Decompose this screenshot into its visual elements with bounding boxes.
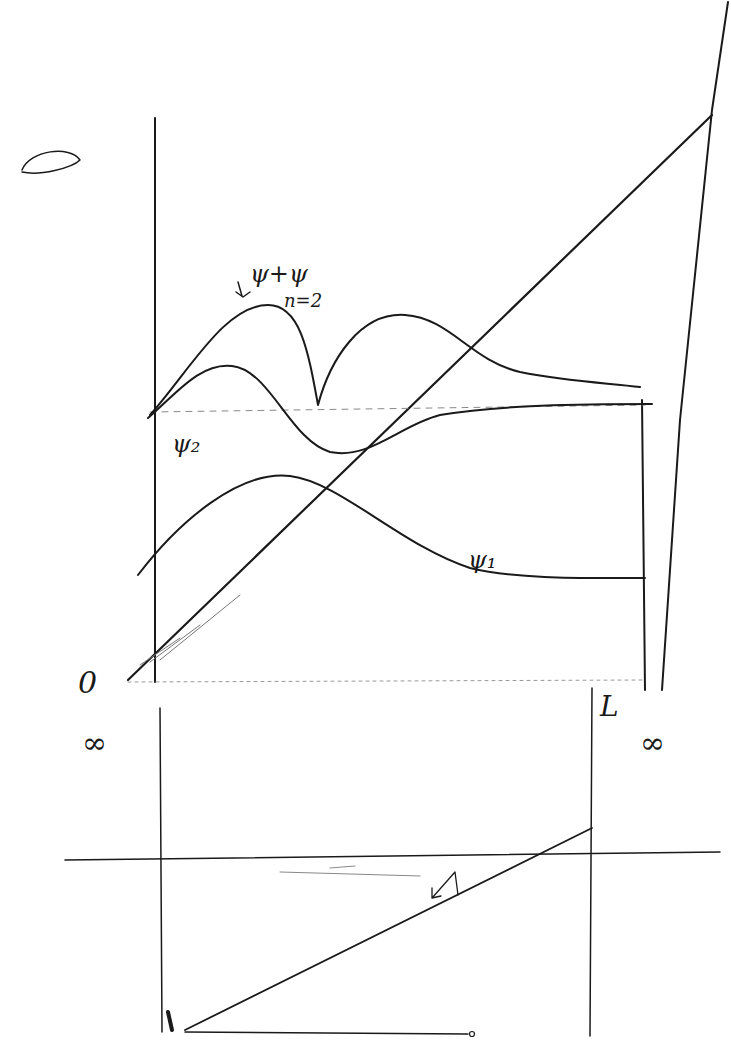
- curve-label: ψ+ψ: [250, 262, 308, 286]
- sum-curve: [150, 305, 640, 415]
- right-wall-2: [590, 688, 592, 1036]
- infinity-label: ∞: [82, 728, 107, 758]
- level-line: [65, 852, 720, 860]
- linear-potential: [128, 115, 712, 680]
- right-wall: [642, 400, 645, 690]
- arrow-mark: [432, 872, 458, 898]
- axis-label: 0: [78, 668, 97, 698]
- curve-label: ψ₁: [468, 548, 496, 572]
- tick: [168, 1012, 172, 1030]
- quantum-number: n=2: [284, 292, 322, 310]
- baseline: [128, 680, 645, 682]
- left-wall-2: [160, 708, 162, 1032]
- baseline-2: [185, 1032, 468, 1034]
- left-wall: [154, 118, 156, 682]
- dot: [470, 1032, 475, 1037]
- curve-label: ψ₂: [172, 432, 200, 456]
- psi1-curve: [138, 476, 645, 579]
- energy-level: [150, 405, 645, 412]
- right-outer-wall: [662, 2, 728, 690]
- linear-potential-2: [185, 828, 592, 1030]
- small-arrow: [236, 282, 250, 297]
- axis-label: L: [600, 693, 619, 721]
- infinity-label: ∞: [640, 728, 665, 758]
- hatch: [140, 595, 240, 665]
- level-line-faint: [280, 866, 420, 876]
- squiggle: [22, 151, 80, 173]
- psi2-curve: [148, 366, 652, 454]
